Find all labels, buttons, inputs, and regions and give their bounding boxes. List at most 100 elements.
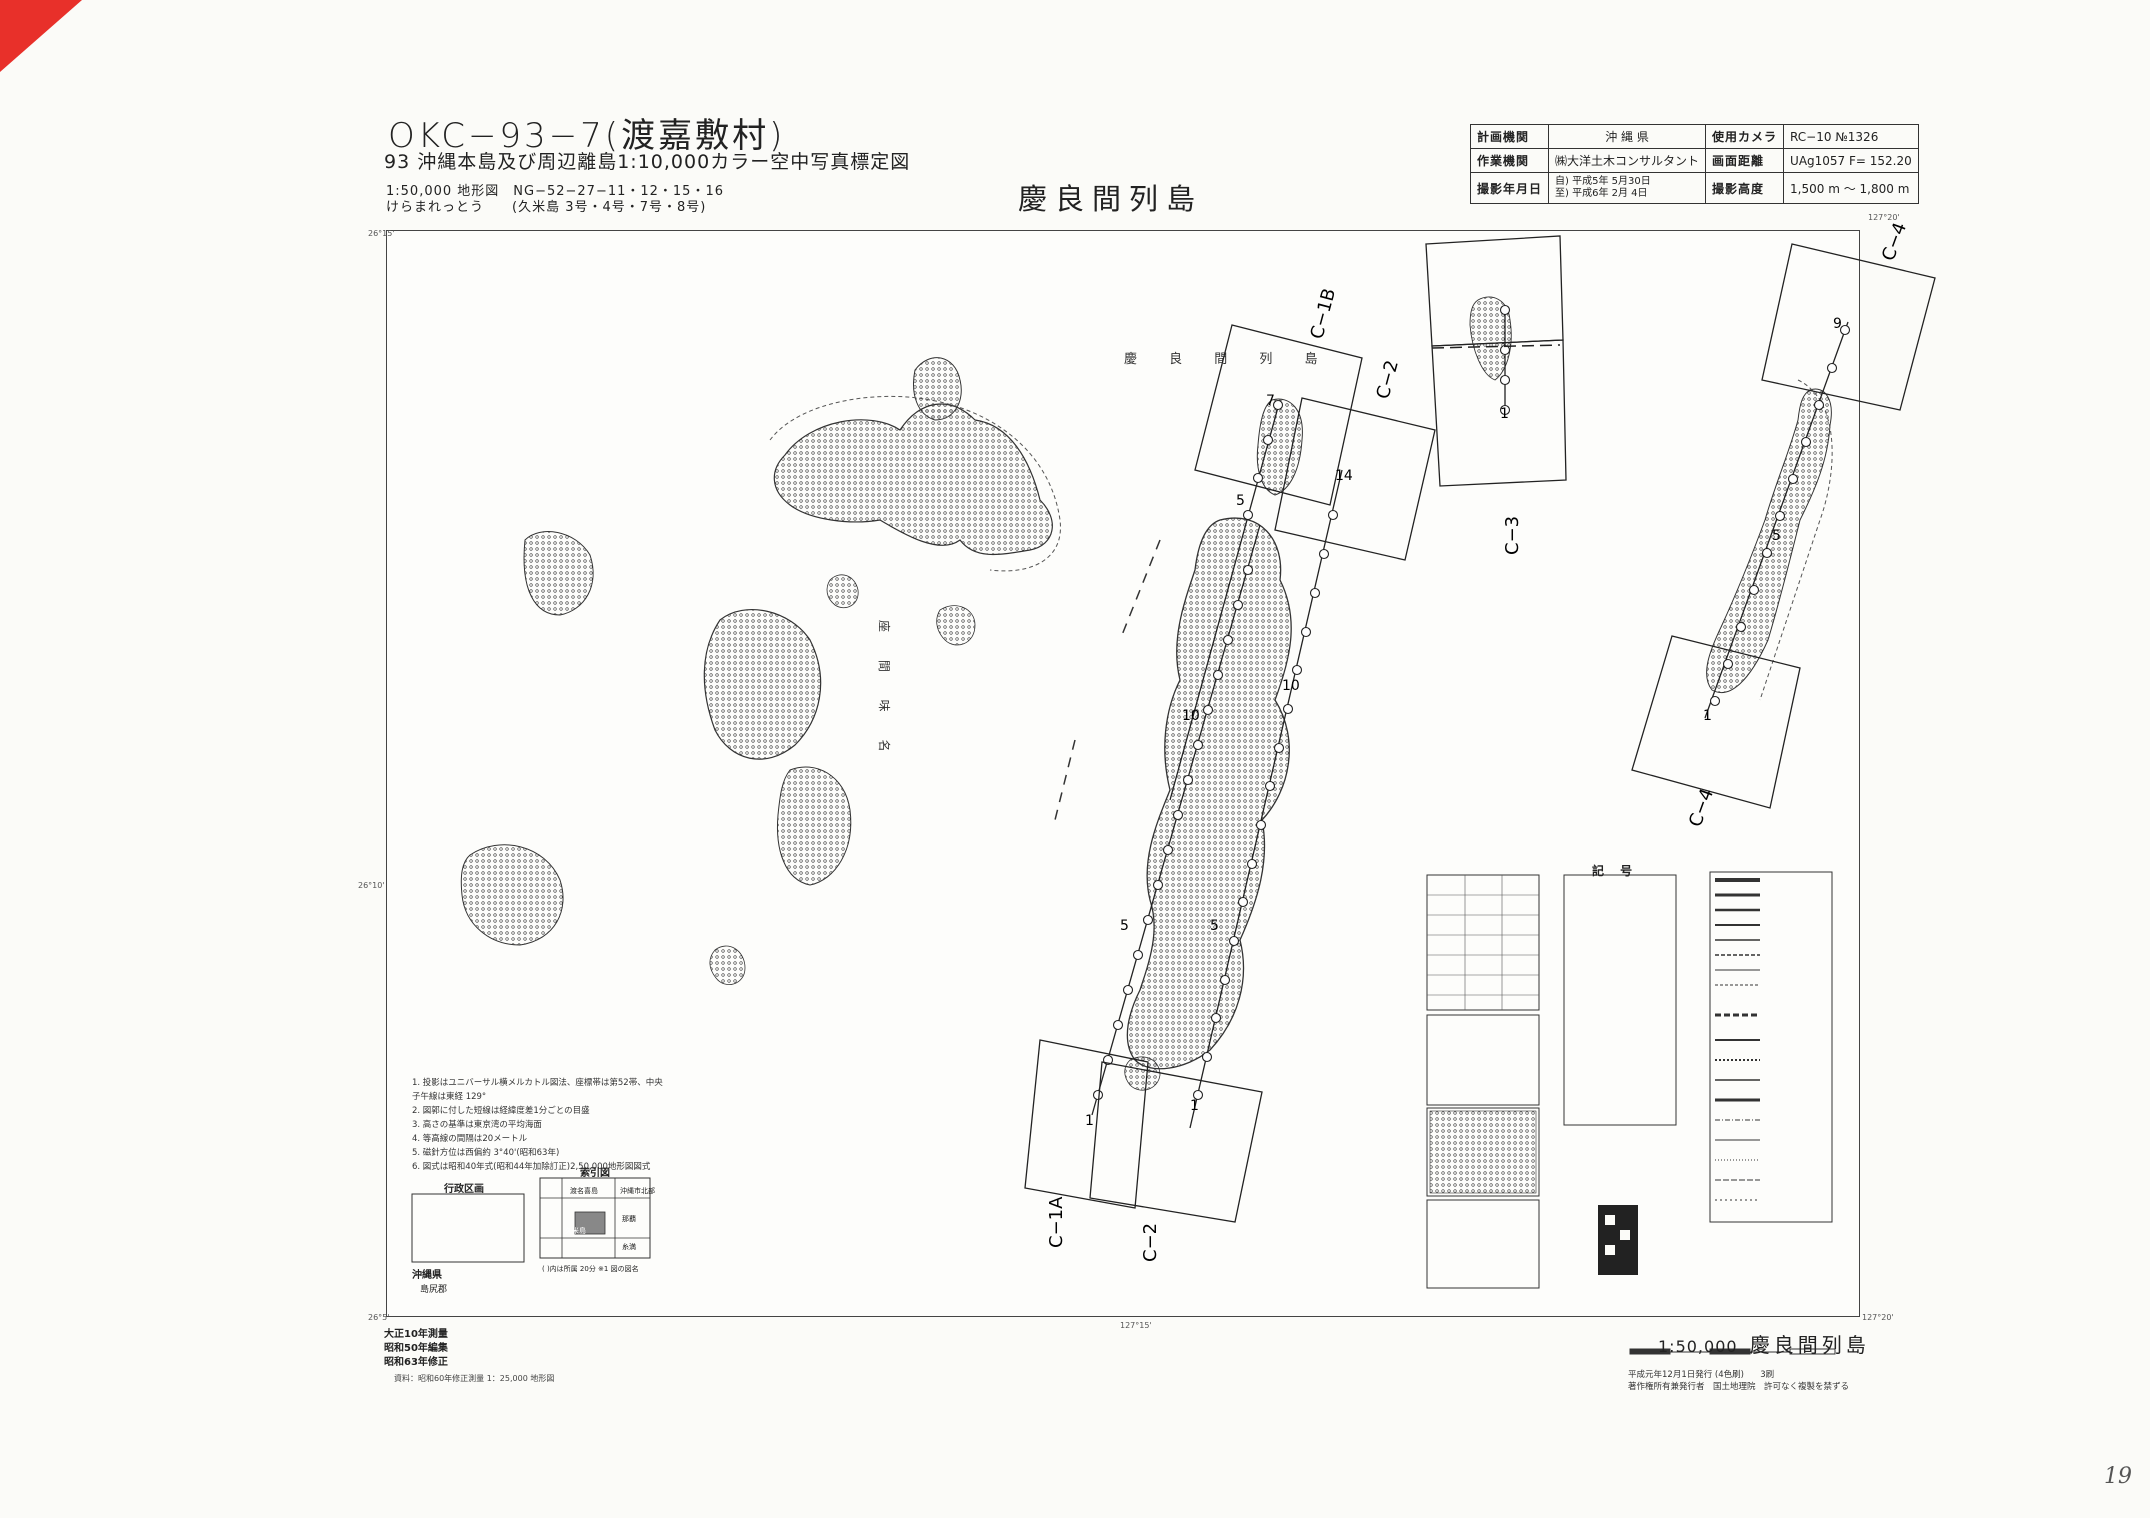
photo-point[interactable] (1300, 626, 1312, 638)
strait-label: 座 間 味 名 (877, 620, 892, 763)
photo-point[interactable] (1210, 1012, 1222, 1024)
legend-panels (1426, 871, 1833, 1289)
admin-district: 島尻郡 (420, 1285, 448, 1295)
issue-line: 平成元年12月1日発行 (4色刷) (1628, 1370, 1744, 1380)
photo-point[interactable] (1237, 896, 1249, 908)
legend-building-sample (1598, 1205, 1638, 1275)
photo-frame-c3-bottom[interactable] (1431, 339, 1567, 487)
photo-point[interactable] (1201, 1051, 1213, 1063)
scale-bar (1629, 1348, 1836, 1355)
photo-point[interactable] (1142, 914, 1154, 926)
photo-point[interactable] (1774, 510, 1786, 522)
note-line: 6. 図式は昭和40年式(昭和44年加除訂正)2,50,000地形図図式 (412, 1162, 651, 1172)
legend-grid (1427, 875, 1539, 1010)
photo-point[interactable] (1212, 669, 1224, 681)
photo-point[interactable] (1122, 984, 1134, 996)
photo-point[interactable] (1499, 344, 1511, 356)
photo-point[interactable] (1327, 509, 1339, 521)
photo-point[interactable] (1273, 742, 1285, 754)
photo-point[interactable] (1800, 436, 1812, 448)
photo-point[interactable] (1242, 564, 1254, 576)
photo-point[interactable] (1228, 935, 1240, 947)
photo-point[interactable] (1499, 374, 1511, 386)
photo-number: 10 (1282, 678, 1300, 694)
photo-point[interactable] (1264, 780, 1276, 792)
photo-point[interactable] (1318, 548, 1330, 560)
photo-point[interactable] (1152, 879, 1164, 891)
island-aka (703, 609, 822, 760)
photo-point[interactable] (1092, 1089, 1104, 1101)
island-zamami (773, 403, 1053, 556)
photo-point[interactable] (1735, 621, 1747, 633)
photo-frame-c1a-1[interactable] (1024, 1039, 1149, 1209)
photo-point[interactable] (1262, 434, 1274, 446)
photo-point[interactable] (1499, 304, 1511, 316)
photo-frame-c1b-7[interactable] (1194, 324, 1363, 506)
island-southwest (460, 844, 564, 946)
photo-point[interactable] (1291, 664, 1303, 676)
photo-point[interactable] (1192, 739, 1204, 751)
note-line: 5. 磁針方位は西偏約 3°40'(昭和63年) (412, 1148, 560, 1158)
photo-number: 14 (1335, 468, 1353, 484)
island-north-peak (913, 357, 962, 421)
photo-point[interactable] (1282, 703, 1294, 715)
islet-tokashiki-south (1124, 1056, 1161, 1091)
photo-point[interactable] (1748, 584, 1760, 596)
photo-number: 5 (1236, 493, 1245, 509)
photo-number: 5 (1772, 528, 1781, 544)
photo-point[interactable] (1232, 599, 1244, 611)
survey-line: 大正10年測量 (384, 1329, 448, 1340)
islet-south-a (709, 945, 746, 985)
index-cell: 那覇 (622, 1215, 636, 1223)
photo-point[interactable] (1132, 949, 1144, 961)
index-caption: ( )内は所属 20分 ※1 図の図名 (542, 1265, 639, 1273)
photo-point[interactable] (1222, 634, 1234, 646)
legend-contour-sample (1429, 1110, 1537, 1194)
photo-point[interactable] (1202, 704, 1214, 716)
photo-point[interactable] (1219, 974, 1231, 986)
map-name-line: けらまれっとう (久米島 3号・4号・7号・8号) (386, 200, 707, 215)
legend-road-samples (1715, 878, 1760, 1201)
photo-point[interactable] (1242, 509, 1254, 521)
note-line: 4. 等高線の間隔は20メートル (412, 1134, 528, 1144)
photo-point[interactable] (1709, 695, 1721, 707)
photo-point[interactable] (1309, 587, 1321, 599)
photo-frame-c4-9[interactable] (1761, 243, 1936, 411)
flight-label-c3: C−3 (1502, 516, 1523, 555)
sea-boundary (1054, 539, 1161, 821)
photo-point[interactable] (1499, 404, 1511, 416)
photo-point[interactable] (1813, 399, 1825, 411)
photo-point[interactable] (1722, 658, 1734, 670)
photo-number: 10 (1182, 708, 1200, 724)
island-geruma (776, 766, 852, 886)
photo-point[interactable] (1787, 473, 1799, 485)
photo-point[interactable] (1172, 809, 1184, 821)
photo-frame-c4-1[interactable] (1631, 635, 1801, 809)
index-box-frame (539, 1177, 651, 1259)
photo-point[interactable] (1246, 858, 1258, 870)
photo-point[interactable] (1112, 1019, 1124, 1031)
islet-center-a (826, 574, 859, 609)
index-box-title: 索引図 (580, 1168, 610, 1179)
photo-number: 7 (1266, 393, 1275, 409)
coast-boundary-east (1759, 379, 1833, 701)
survey-line: 昭和50年編集 (384, 1343, 448, 1354)
photo-point[interactable] (1826, 362, 1838, 374)
photo-number: 9 (1833, 316, 1842, 332)
flight-label-c1a: C−1A (1046, 1196, 1067, 1248)
photo-point[interactable] (1255, 819, 1267, 831)
legend-title: 記 号 (1592, 864, 1639, 878)
note-line: 子午線は東経 129° (412, 1092, 487, 1102)
note-line: 3. 高さの基準は東京湾の平均海面 (412, 1120, 542, 1130)
photo-frame-c2-1[interactable] (1089, 1061, 1263, 1223)
photo-point[interactable] (1182, 774, 1194, 786)
photo-point[interactable] (1761, 547, 1773, 559)
photo-point[interactable] (1272, 399, 1284, 411)
photo-frame-c2-14[interactable] (1274, 397, 1436, 561)
photo-point[interactable] (1252, 472, 1264, 484)
photo-point[interactable] (1839, 324, 1851, 336)
region-label: 慶 良 間 列 島 (1124, 351, 1332, 367)
photo-point[interactable] (1192, 1089, 1204, 1101)
scale-value: 1:50,000 (1658, 1337, 1738, 1356)
photo-point[interactable] (1162, 844, 1174, 856)
